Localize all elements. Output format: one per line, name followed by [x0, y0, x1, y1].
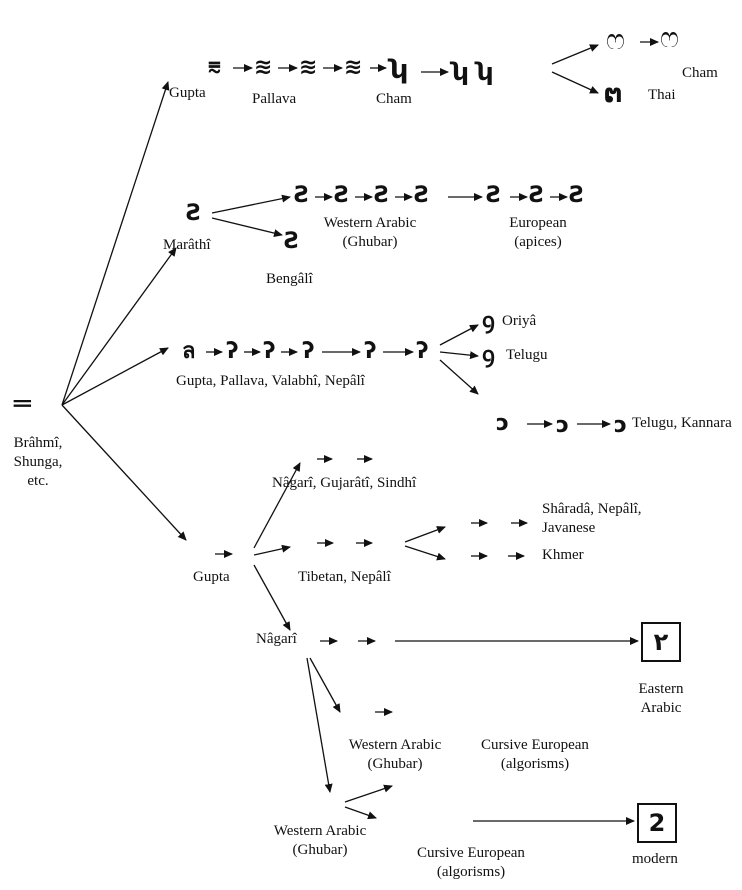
- western-arabic-glyph-2: Ꙅ: [334, 183, 350, 208]
- gupta-mid-glyph-5: ʔ: [364, 339, 377, 364]
- gupta-top-glyph-3: ≋: [299, 55, 318, 80]
- cursive-european-label-b-line-2: (algorisms): [436, 864, 506, 880]
- eastern-arabic-box: ٢: [641, 622, 681, 662]
- telugu-kannara-glyph-3: ɔ: [614, 413, 628, 438]
- gupta-top-glyph-1: ⩳: [208, 55, 221, 80]
- thai-glyph: ຕ: [604, 79, 623, 109]
- eastern-arabic-label-line-2: Arabic: [640, 700, 682, 716]
- european-glyph-2: Ꙅ: [529, 183, 545, 208]
- telugu-kannara-label: Telugu, Kannara: [632, 415, 732, 431]
- cursive-european-label-b-line-1: Cursive European: [417, 845, 525, 861]
- oriya-glyph: ꝯ: [482, 309, 495, 334]
- marathi-label: Marâthî: [163, 237, 211, 253]
- nagari-label: Nâgarî: [256, 631, 297, 647]
- telugu-kannara-glyph-2: ɔ: [556, 413, 570, 438]
- bengali-glyph: Ꙅ: [284, 229, 300, 254]
- western-arabic-ghubar-label-line-1: Western Arabic: [348, 737, 442, 753]
- gupta-mid-glyph-3: ʔ: [263, 339, 276, 364]
- gupta-mid-glyph-2: ʔ: [226, 339, 239, 364]
- khmer-label: Khmer: [542, 547, 584, 563]
- gupta-mid-glyph-6: ʔ: [416, 339, 429, 364]
- western-arabic-label: Western Arabic (Ghubar): [300, 214, 440, 252]
- sharada-label-line-2: Javanese: [542, 520, 596, 536]
- root-label-line-3: etc.: [27, 473, 49, 489]
- gupta-mid-glyph-1: ล: [182, 339, 196, 364]
- telugu-kannara-glyph-1: ɔ: [496, 411, 510, 436]
- thai-label: Thai: [648, 87, 676, 103]
- western-arabic-ghubar-label: Western Arabic (Ghubar): [330, 736, 460, 774]
- nagari-gujarati-label: Nâgarî, Gujarâtî, Sindhî: [272, 475, 417, 491]
- root-glyph: ═: [14, 387, 31, 420]
- pallava-label: Pallava: [252, 91, 297, 107]
- root-label-line-2: Shunga,: [13, 454, 63, 470]
- gupta-top-glyph-5: ʮ: [390, 55, 408, 85]
- european-apices-label-line-2: (apices): [514, 234, 562, 250]
- telugu-glyph: ꝯ: [482, 343, 495, 368]
- western-arabic-ghubar-label-b-line-2: (Ghubar): [292, 842, 348, 858]
- western-arabic-label-line-1: Western Arabic: [323, 215, 417, 231]
- tibetan-nepali-label: Tibetan, Nepâlî: [298, 569, 391, 585]
- oriya-label: Oriyâ: [502, 313, 537, 329]
- modern-label: modern: [632, 851, 678, 867]
- cursive-european-label: Cursive European (algorisms): [460, 736, 610, 774]
- gupta-top-glyph-2: ≋: [254, 55, 273, 80]
- modern-box: 2: [637, 803, 677, 843]
- cursive-european-label-line-2: (algorisms): [500, 756, 570, 772]
- telugu-label: Telugu: [506, 347, 548, 363]
- marathi-glyph: Ꙅ: [186, 201, 202, 226]
- cham-label: Cham: [376, 91, 412, 107]
- western-arabic-glyph-4: Ꙅ: [414, 183, 430, 208]
- gupta-top-glyph-6: ʮ ʮ: [452, 58, 493, 86]
- gupta-low-label: Gupta: [193, 569, 230, 585]
- gupta-top-label: Gupta: [169, 85, 206, 101]
- european-apices-label: European (apices): [488, 214, 588, 252]
- sharada-label-line-1: Shâradâ, Nepâlî,: [542, 501, 642, 517]
- bengali-label: Bengâlî: [266, 271, 313, 287]
- root-label: Brâhmî, Shunga, etc.: [8, 434, 68, 491]
- cursive-european-label-line-1: Cursive European: [481, 737, 589, 753]
- root-label-line-1: Brâhmî,: [13, 435, 63, 451]
- gupta-top-glyph-4: ≋: [344, 55, 363, 80]
- european-glyph-1: Ꙅ: [486, 183, 502, 208]
- western-arabic-glyph-3: Ꙅ: [374, 183, 390, 208]
- cham-label-2: Cham: [682, 65, 718, 81]
- western-arabic-ghubar-label-line-2: (Ghubar): [367, 756, 423, 772]
- eastern-arabic-label-line-1: Eastern: [638, 681, 684, 697]
- cursive-european-label-b: Cursive European (algorisms): [396, 844, 546, 882]
- western-arabic-glyph-1: Ꙅ: [294, 183, 310, 208]
- western-arabic-label-line-2: (Ghubar): [342, 234, 398, 250]
- western-arabic-ghubar-label-b-line-1: Western Arabic: [273, 823, 367, 839]
- european-glyph-3: Ꙅ: [569, 183, 585, 208]
- cham-glyph-1: ෆ: [606, 23, 625, 56]
- european-apices-label-line-1: European: [509, 215, 567, 231]
- eastern-arabic-label: Eastern Arabic: [620, 680, 702, 718]
- gupta-mid-glyph-4: ʔ: [302, 339, 315, 364]
- western-arabic-ghubar-label-b: Western Arabic (Ghubar): [262, 822, 378, 860]
- sharada-label: Shâradâ, Nepâlî, Javanese: [542, 500, 642, 538]
- cham-glyph-2: ෆ: [660, 21, 679, 54]
- gupta-pallava-label: Gupta, Pallava, Valabhî, Nepâlî: [176, 373, 365, 389]
